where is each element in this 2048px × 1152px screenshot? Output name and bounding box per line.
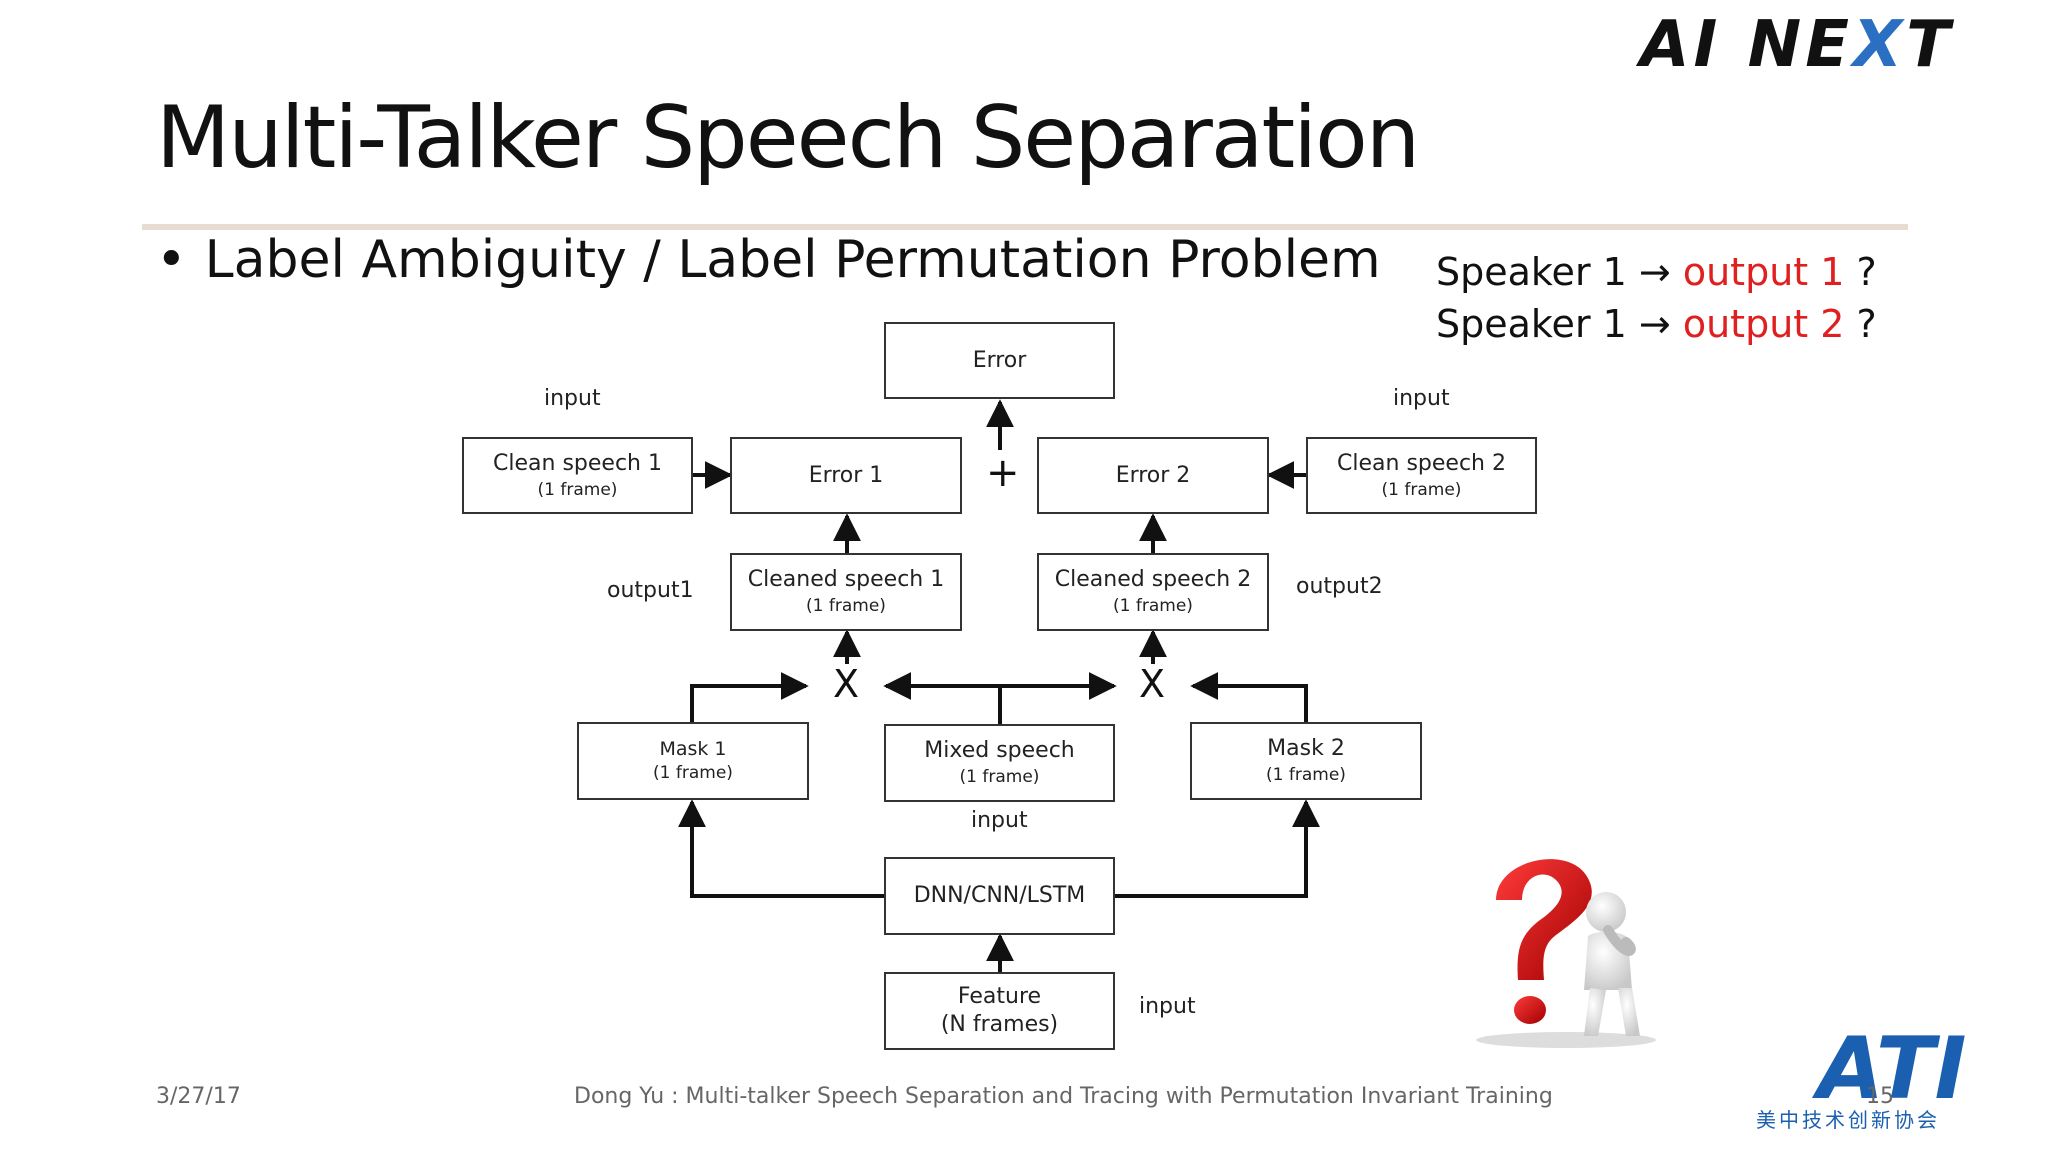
ai-next-logo: AI NEXT (1640, 8, 1954, 82)
bullet-text: Label Ambiguity / Label Permutation Prob… (204, 230, 1381, 290)
arrow-dnn-to-mask1 (678, 799, 884, 898)
box-sublabel: (1 frame) (806, 596, 886, 616)
box-label: Clean speech 1 (493, 450, 662, 476)
speaker-mapping-2: Speaker 1 → output 2 ? (1436, 302, 1877, 346)
label-input-left: input (544, 386, 601, 411)
label-output2: output2 (1296, 574, 1383, 599)
box-mask-2: Mask 2 (1 frame) (1190, 722, 1422, 800)
box-mask-1: Mask 1 (1 frame) (577, 722, 809, 800)
speaker-mapping-1: Speaker 1 → output 1 ? (1436, 250, 1877, 294)
box-label: Cleaned speech 1 (747, 567, 945, 592)
box-error-top: Error (884, 322, 1115, 399)
arrow-icon: → (1638, 250, 1671, 294)
box-cleaned-speech-2: Cleaned speech 2 (1 frame) (1037, 553, 1269, 631)
box-label: Feature (957, 984, 1042, 1009)
box-sublabel: (1 frame) (1113, 596, 1193, 616)
box-error-1: Error 1 (730, 437, 962, 514)
speaker-output: output 1 (1682, 250, 1845, 294)
label-input-right: input (1393, 386, 1450, 411)
ati-logo-text: ATI (1812, 1030, 1967, 1119)
multiply-symbol-1: X (833, 662, 860, 706)
multiply-symbol-2: X (1139, 662, 1166, 706)
speaker-prefix: Speaker 1 (1436, 250, 1639, 294)
logo-x-mark: X (1852, 8, 1907, 82)
arrow-mask2-to-x2 (1190, 672, 1308, 722)
box-sublabel: (1 frame) (1266, 765, 1346, 785)
box-sublabel: (N frames) (940, 1012, 1059, 1037)
box-label: DNN/CNN/LSTM (913, 883, 1086, 908)
box-sublabel: (1 frame) (653, 763, 733, 783)
label-output1: output1 (607, 578, 694, 603)
ati-logo-icon: ATI (1812, 1030, 1967, 1119)
box-sublabel: (1 frame) (537, 479, 618, 500)
question-figure-icon (1476, 859, 1656, 1048)
box-label: Error (972, 347, 1027, 373)
speaker-suffix: ? (1844, 302, 1877, 346)
box-sublabel: (1 frame) (959, 767, 1040, 787)
speaker-prefix: Speaker 1 (1436, 302, 1639, 346)
slide-title: Multi-Talker Speech Separation (156, 88, 1420, 188)
box-error-2: Error 2 (1037, 437, 1269, 514)
arrow-mask1-to-x1 (690, 672, 809, 722)
box-label: Cleaned speech 2 (1054, 567, 1252, 592)
box-label: Error 1 (808, 462, 884, 488)
footer-date: 3/27/17 (156, 1084, 241, 1109)
label-input-feature: input (1139, 994, 1196, 1019)
box-label: Clean speech 2 (1337, 450, 1506, 476)
logo-text: AI NE (1640, 8, 1853, 82)
speaker-output: output 2 (1682, 302, 1845, 346)
box-cleaned-speech-1: Cleaned speech 1 (1 frame) (730, 553, 962, 631)
box-dnn: DNN/CNN/LSTM (884, 857, 1115, 935)
arrow-dnn-to-mask2 (1115, 799, 1320, 898)
box-label: Mask 2 (1267, 736, 1345, 761)
box-clean-speech-2: Clean speech 2 (1 frame) (1306, 437, 1537, 514)
title-divider (142, 224, 1908, 230)
box-feature: Feature (N frames) (884, 972, 1115, 1050)
box-label: Error 2 (1115, 462, 1191, 488)
label-input-mixed: input (971, 808, 1028, 833)
bullet-symbol: • (156, 230, 187, 290)
speaker-suffix: ? (1844, 250, 1877, 294)
plus-symbol: + (986, 450, 1020, 496)
page-number: 15 (1866, 1084, 1894, 1109)
box-mixed-speech: Mixed speech (1 frame) (884, 724, 1115, 802)
footer-citation: Dong Yu : Multi-talker Speech Separation… (574, 1084, 1553, 1109)
arrow-icon: → (1638, 302, 1671, 346)
box-sublabel: (1 frame) (1381, 479, 1462, 500)
ati-subtitle: 美中技术创新协会 (1756, 1108, 1940, 1132)
box-label: Mask 1 (659, 738, 727, 760)
box-clean-speech-1: Clean speech 1 (1 frame) (462, 437, 693, 514)
box-label: Mixed speech (924, 738, 1075, 763)
logo-tail: T (1906, 8, 1954, 82)
bullet-point: • Label Ambiguity / Label Permutation Pro… (156, 230, 1381, 290)
